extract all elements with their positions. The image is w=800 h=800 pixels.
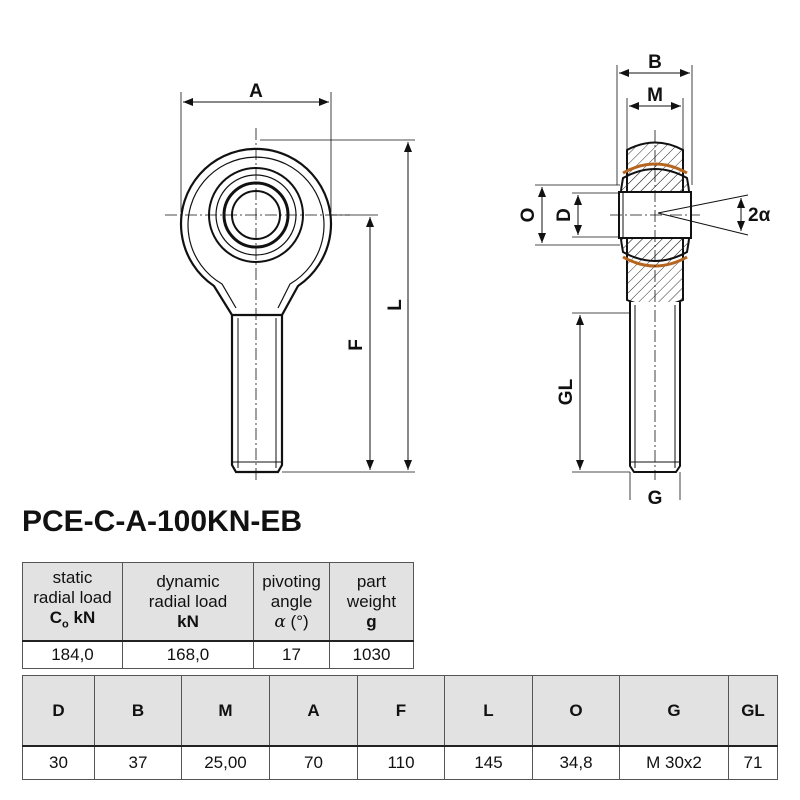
header-d: D	[22, 675, 95, 747]
value-gl: 71	[728, 745, 778, 780]
value-f: 110	[357, 745, 445, 780]
value-a: 70	[269, 745, 358, 780]
header-gl: GL	[728, 675, 778, 747]
header-a: A	[269, 675, 358, 747]
header-g: G	[619, 675, 729, 747]
dim-label-l: L	[385, 299, 406, 311]
dimensions-table: D B M A F L O G GL 30 37 25,00 70 110 14…	[22, 675, 778, 780]
value-static-load: 184,0	[22, 640, 123, 669]
front-view	[165, 92, 415, 480]
dim-label-d: D	[554, 208, 575, 222]
header-o: O	[532, 675, 620, 747]
dim-label-f: F	[346, 339, 367, 351]
value-g: M 30x2	[619, 745, 729, 780]
value-m: 25,00	[181, 745, 270, 780]
dim-label-b: B	[648, 52, 662, 73]
header-m: M	[181, 675, 270, 747]
value-o: 34,8	[532, 745, 620, 780]
value-part-weight: 1030	[329, 640, 414, 669]
dim-label-o: O	[518, 208, 539, 223]
header-l: L	[444, 675, 533, 747]
value-l: 145	[444, 745, 533, 780]
header-f: F	[357, 675, 445, 747]
dim-label-a: A	[249, 81, 263, 102]
value-pivoting-angle: 17	[253, 640, 330, 669]
side-view	[535, 65, 749, 500]
dim-label-angle: 2α	[748, 205, 771, 226]
product-title: PCE-C-A-100KN-EB	[22, 505, 303, 538]
value-d: 30	[22, 745, 95, 780]
value-b: 37	[94, 745, 182, 780]
dim-label-m: M	[647, 85, 663, 106]
value-dynamic-load: 168,0	[122, 640, 254, 669]
header-b: B	[94, 675, 182, 747]
dim-label-gl: GL	[556, 378, 577, 405]
technical-drawing: A F L	[165, 52, 771, 500]
